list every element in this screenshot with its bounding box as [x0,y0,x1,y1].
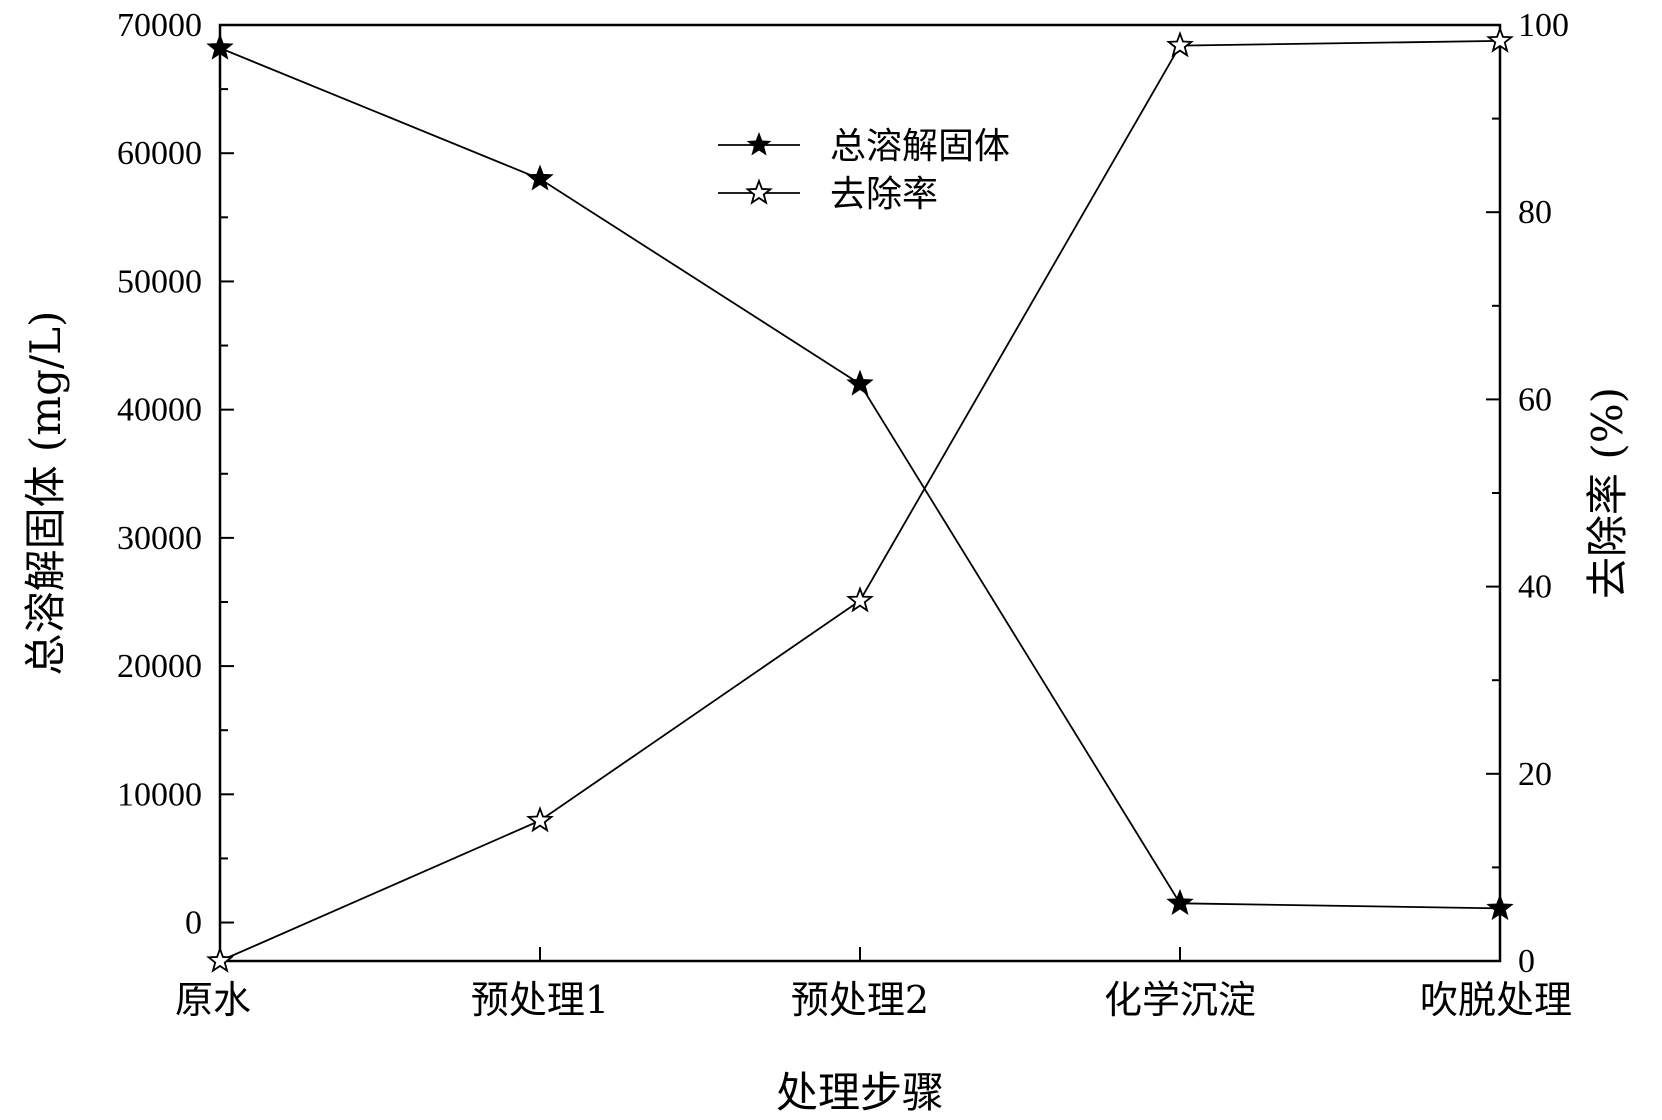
x-category-label: 预处理2 [791,978,929,1022]
left-y-tick-label: 30000 [117,520,202,557]
data-point-open-star [1166,30,1194,58]
right-y-tick-label: 0 [1518,943,1535,980]
x-category-label: 吹脱处理 [1420,978,1572,1022]
x-category-label: 化学沉淀 [1104,978,1256,1022]
series-layer [206,26,1514,973]
left-y-tick-label: 20000 [117,648,202,685]
legend-label-removal: 去除率 [830,174,938,215]
x-category-labels: 原水 预处理1 预处理2 化学沉淀 吹脱处理 [175,978,1572,1022]
left-y-tick-labels: 0 10000 20000 30000 40000 50000 60000 70000 [117,7,202,942]
data-point-filled-star [846,369,874,396]
data-point-open-star [526,806,554,833]
data-point-filled-star [206,33,234,60]
data-point-open-star [846,586,874,613]
left-y-tick-label: 50000 [117,263,202,300]
axis-ticks [219,24,1501,962]
right-y-tick-label: 60 [1518,381,1552,418]
left-y-axis-title: 总溶解固体 (mg/L) [21,311,70,676]
legend-marker-filled-star [746,132,772,156]
data-point-open-star [206,946,234,973]
left-y-tick-label: 60000 [117,135,202,172]
x-category-label: 原水 [175,978,251,1022]
legend-marker-open-star [745,178,773,205]
left-y-tick-label: 70000 [117,7,202,44]
right-y-tick-labels: 0 20 40 60 80 100 [1518,7,1569,980]
legend-label-tds: 总溶解固体 [830,126,1010,167]
right-y-tick-label: 40 [1518,569,1552,606]
x-axis-title: 处理步骤 [776,1068,944,1117]
legend: 总溶解固体 去除率 [718,126,1010,215]
left-y-tick-label: 40000 [117,392,202,429]
data-point-filled-star [526,164,554,191]
data-point-filled-star [1166,888,1194,915]
right-y-tick-label: 100 [1518,7,1569,44]
right-y-axis-title: 去除率 (%) [1583,387,1632,599]
data-point-open-star [1486,26,1514,53]
left-y-tick-label: 10000 [117,776,202,813]
data-point-filled-star [1486,894,1514,921]
right-y-tick-label: 80 [1518,194,1552,231]
right-y-tick-label: 20 [1518,756,1552,793]
x-category-label: 预处理1 [471,978,609,1022]
left-y-tick-label: 0 [185,905,202,942]
